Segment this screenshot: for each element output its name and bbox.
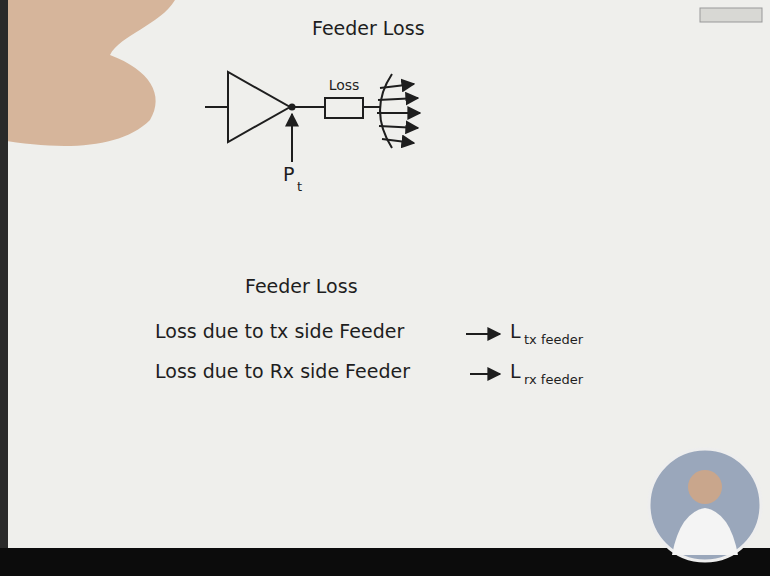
symbol: L (510, 321, 521, 343)
hand (0, 0, 175, 146)
amplifier-symbol (228, 72, 290, 142)
title: Feeder Loss (312, 18, 425, 40)
radiation-arrow (378, 98, 418, 100)
pointer-arrow (291, 114, 293, 162)
note: Loss due to tx side Feeder (155, 321, 404, 343)
heading: Feeder Loss (245, 276, 358, 298)
corner-tag (700, 8, 762, 22)
loss-block (324, 97, 364, 119)
presenter-inset (649, 449, 761, 561)
presenter-head (688, 470, 722, 504)
input-wire (205, 106, 228, 108)
radiation-arrow (379, 126, 418, 128)
maps-to-arrow (470, 373, 500, 375)
video-band (0, 548, 770, 576)
junction-dot (289, 104, 296, 111)
box-label: Loss (329, 77, 360, 93)
loss-box: Loss (324, 77, 364, 119)
signal-name: P (283, 164, 294, 186)
radiation-arrow (382, 139, 414, 143)
radiation-arrow (380, 84, 414, 88)
subscript: tx feeder (524, 333, 583, 348)
dish-antenna (380, 74, 392, 148)
feeder-wire (364, 106, 380, 108)
presenter-body (672, 508, 738, 555)
symbol: L (510, 361, 521, 383)
subscript: t (297, 180, 302, 195)
radiation-arrow (377, 112, 420, 114)
frame-edge (0, 0, 8, 576)
note: Loss due to Rx side Feeder (155, 361, 410, 383)
maps-to-arrow (466, 333, 500, 335)
subscript: rx feeder (524, 373, 583, 388)
